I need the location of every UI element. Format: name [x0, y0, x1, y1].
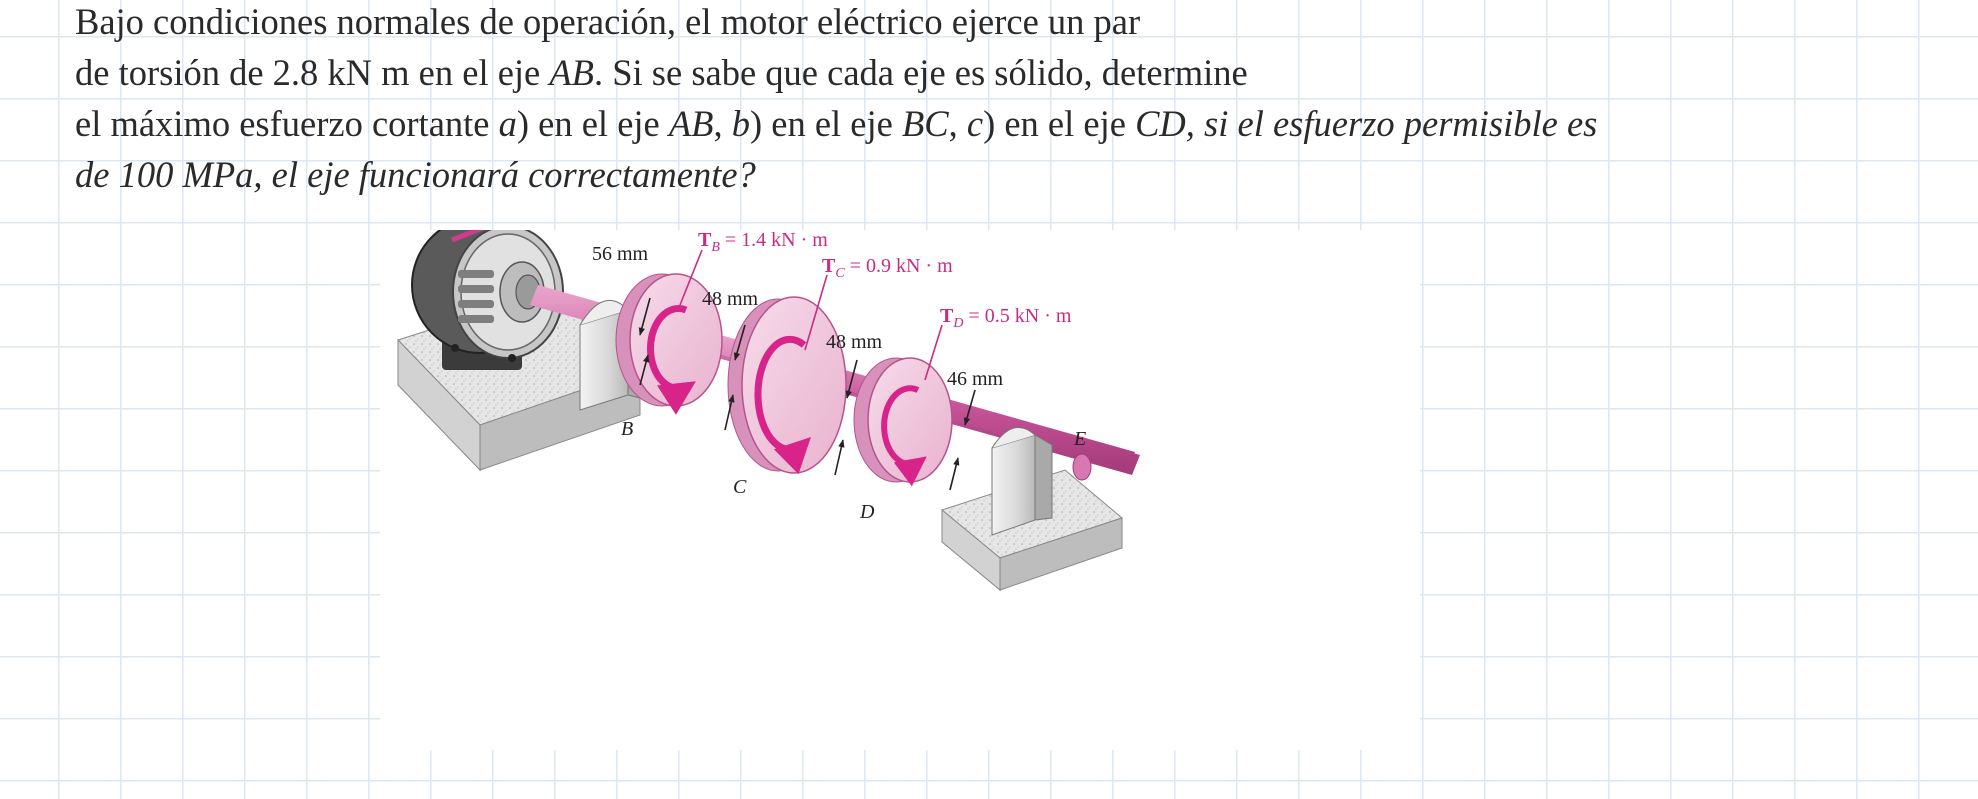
torque-arrow-d — [881, 385, 927, 487]
bearing-right — [991, 426, 1053, 536]
dim-de-label: 46 mm — [947, 368, 1004, 390]
torque-b-label: TB = 1.4 kN · m — [698, 230, 828, 255]
shaft-end-e — [1072, 453, 1092, 481]
problem-line-4: de 100 MPa, el eje funcionará correctame… — [75, 149, 1975, 200]
torque-b-subscript: B — [711, 240, 720, 255]
gear-b — [615, 273, 723, 415]
line-3-text-d: ) en el eje — [749, 103, 902, 144]
line-2-text-a: de torsión de 2.8 kN m en el eje — [75, 52, 550, 93]
part-b-label: b — [731, 103, 750, 144]
torque-c-value: = 0.9 kN · m — [845, 255, 953, 277]
problem-line-1: Bajo condiciones normales de operación, … — [75, 0, 1975, 47]
point-d-label: D — [859, 501, 875, 523]
line-3-text-f: ) en el eje — [983, 103, 1136, 144]
torque-c-label: TC = 0.9 kN · m — [822, 255, 953, 281]
problem-line-2: de torsión de 2.8 kN m en el eje AB. Si … — [75, 47, 1975, 98]
point-c-label: C — [733, 476, 747, 498]
dim-cd-label: 48 mm — [826, 331, 883, 353]
line-3-text-b: ) en el eje — [516, 103, 669, 144]
line-1-text: Bajo condiciones normales de operación, … — [75, 1, 1141, 42]
dim-ab-label: 56 mm — [592, 243, 649, 265]
line-3-text-e: , — [948, 103, 967, 144]
torque-arrow-c — [754, 335, 811, 475]
torque-c-subscript: C — [835, 266, 845, 281]
shaft-diagram: A B C D E 56 mm 48 mm 48 mm 46 mm TB = 1… — [397, 230, 1140, 592]
line-4-text: de 100 MPa, el eje funcionará correctame… — [75, 154, 756, 195]
problem-line-3: el máximo esfuerzo cortante a) en el eje… — [75, 98, 1975, 149]
point-e-label: E — [1073, 428, 1086, 450]
torque-d-symbol: T — [940, 305, 954, 327]
torque-d-value: = 0.5 kN · m — [963, 305, 1071, 327]
shaft-ab-label-2: AB — [668, 103, 714, 144]
gear-c — [727, 296, 847, 475]
part-c-label: c — [966, 103, 984, 144]
dim-bc-label: 48 mm — [702, 288, 759, 310]
torque-b-symbol: T — [698, 230, 712, 251]
line-2-text-b: . Si se sabe que cada eje es sólido, det… — [593, 52, 1248, 93]
torque-d-label: TD = 0.5 kN · m — [940, 305, 1072, 331]
shaft-figure: A B C D E 56 mm 48 mm 48 mm 46 mm TB = 1… — [380, 230, 1420, 750]
torque-arrow-b — [647, 305, 696, 415]
dimension-leaders — [638, 297, 976, 491]
shaft-ab-label: AB — [549, 52, 594, 93]
problem-statement: Bajo condiciones normales de operación, … — [75, 0, 1975, 200]
torque-c-symbol: T — [822, 255, 836, 277]
torque-d-subscript: D — [952, 316, 963, 331]
part-a-label: a — [498, 103, 517, 144]
line-3-text-a: el máximo esfuerzo cortante — [75, 103, 499, 144]
gear-d — [853, 357, 953, 487]
shaft-bc-label: BC — [901, 103, 949, 144]
line-3-text-c: , — [713, 103, 732, 144]
line-3-text-g: CD, si el esfuerzo permisible es — [1135, 103, 1598, 144]
electric-motor — [411, 230, 564, 370]
torque-b-value: = 1.4 kN · m — [720, 230, 828, 251]
point-b-label: B — [621, 418, 633, 440]
torque-leaders — [679, 249, 943, 381]
